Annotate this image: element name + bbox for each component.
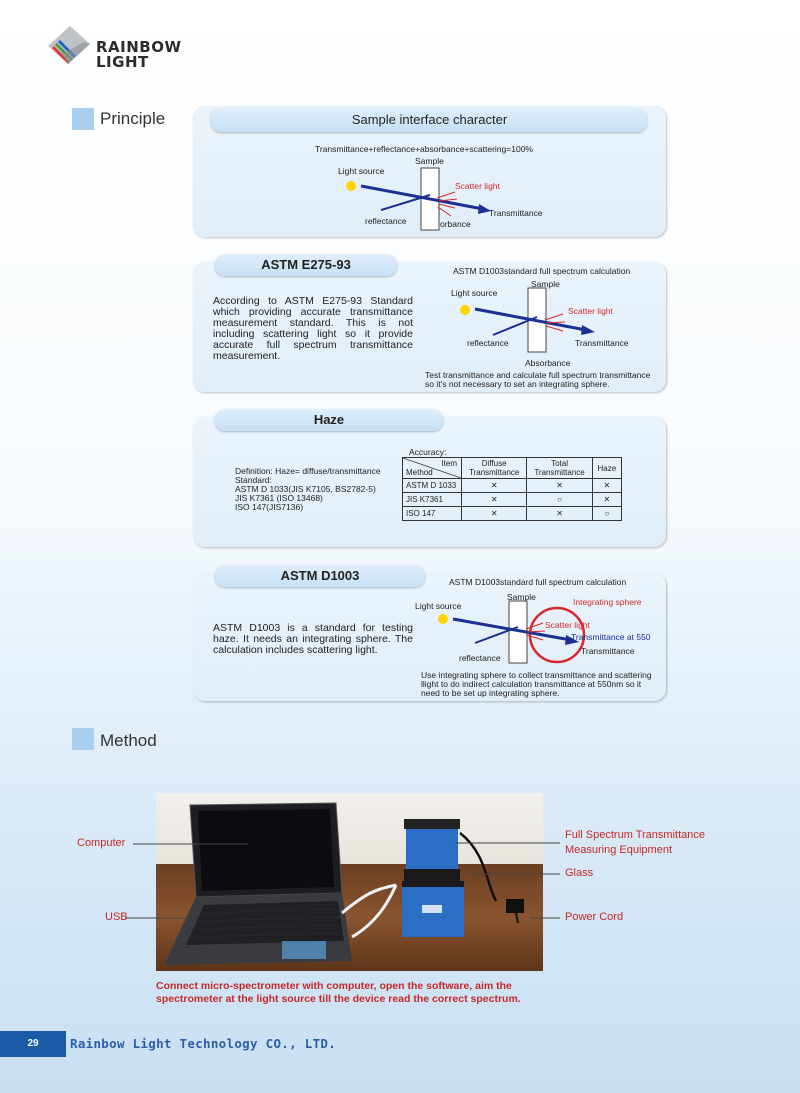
label-scatter-light: Scatter light [568,306,613,316]
col-total-line1: Total [551,459,568,468]
panel-title-bar [211,108,647,132]
panel-title: Sample interface character [351,112,508,127]
col-diffuse-line2: Transmittance [468,468,520,477]
label-transmittance: Transmittance [489,208,543,218]
light-source-icon [438,614,448,624]
section-title-method: Method [100,731,157,750]
light-source-icon [460,305,470,315]
brand-line2: LIGHT [96,53,149,71]
label-scatter-light: Scatter light [455,181,500,191]
table-row: ASTM D 1033 ✕ ✕ ✕ [402,478,623,493]
panel-astm-d1003: ASTM D1003 ASTM D1003standard full spect… [193,565,666,701]
integrating-sphere [528,606,586,664]
label-reflectance: reflectance [459,653,501,663]
setup-illustration [164,802,524,965]
label-transmittance: Transmittance [575,338,629,348]
light-source-icon [346,181,356,191]
photo-caption-line1: Connect micro-spectrometer with computer… [156,980,512,992]
callout-equipment-line2: Measuring Equipment [565,844,673,856]
panel-tab-astm-d1003: ASTM D1003 [215,565,425,587]
label-light-source: Light source [338,166,385,176]
label-sample: Sample [531,279,560,289]
label-reflectance: reflectance [365,216,407,226]
panel-header-d1003: ASTM D1003standard full spectrum calcula… [449,577,627,587]
section-marker [72,108,94,130]
haze-standard-2: JIS K7361 (ISO 13468) [235,493,323,503]
callout-computer: Computer [77,837,126,849]
cell: ○ [591,506,623,521]
haze-definition: Definition: Haze= diffuse/transmittance [235,466,381,476]
page-number: 29 [27,1038,39,1049]
cell: ✕ [460,506,528,521]
sample-diagram [346,167,491,231]
panel-sample-interface: Sample interface character Transmittance… [193,106,666,237]
callout-glass: Glass [565,867,594,879]
page-number-badge: 29 [0,1031,66,1057]
haze-standard-label: Standard: [235,475,272,485]
label-light-source: Light source [451,288,498,298]
callout-usb: USB [105,911,128,923]
panel-header-d1003: ASTM D1003standard full spectrum calcula… [453,266,631,276]
label-scatter-light: Scatter light [545,620,590,630]
company-name: Rainbow Light Technology CO., LTD. [70,1036,337,1051]
method-label: Method [406,468,433,477]
panel-description: According to ASTM E275-93 Standard which… [213,295,413,362]
table-row: JIS K7361 ✕ ○ ✕ [402,492,623,507]
label-reflectance: reflectance [467,338,509,348]
label-transmittance-550: Transmittance at 550 [571,632,651,642]
col-diffuse-line1: Diffuse [481,459,507,468]
d1003-diagram [438,600,586,664]
panel-note-line1: Use integrating sphere to collect transm… [421,670,652,680]
brand-line1: RAINBOW [96,38,182,56]
label-absorbance: Absorbance [525,358,571,368]
panel-astm-e275: ASTM E275-93 ASTM D1003standard full spe… [193,254,666,392]
label-absorbance: orbance [440,219,471,229]
label-transmittance: Transmittance [581,646,635,656]
item-label: Item [441,459,457,468]
panel-description: ASTM D1003 is a standard for testing haz… [213,622,413,656]
callout-power-cord: Power Cord [565,911,624,923]
panel-haze: Haze Definition: Haze= diffuse/transmitt… [193,409,666,547]
section-marker [72,728,94,750]
equation-text: Transmittance+reflectance+absorbance+sca… [315,144,533,154]
rainbow-logo-icon [48,26,90,64]
panel-note-line3: need to be set up integrating sphere. [421,688,560,698]
photo-caption-line2: spectrometer at the light source till th… [156,993,521,1005]
section-title-principle: Principle [100,109,166,128]
panel-note-line1: Test transmittance and calculate full sp… [425,370,651,380]
item-method-cell: Item Method [402,457,462,479]
label-integrating-sphere: Integrating sphere [573,597,642,607]
row-method: ISO 147 [402,506,462,521]
panel-note-line2: so it's not necessary to set an integrat… [425,379,610,389]
haze-standard-3: ISO 147(JIS7136) [235,502,304,512]
panel-tab-haze: Haze [215,409,443,431]
label-light-source: Light source [415,601,462,611]
label-sample: Sample [507,592,536,602]
setup-photo [156,793,543,971]
label-sample: Sample [415,156,444,166]
col-total-line2: Transmittance [534,468,585,477]
panel-note-line2: llight to do indirect calculation transm… [421,679,642,689]
callout-equipment-line1: Full Spectrum Transmittance [565,829,705,841]
panel-tab-astm-e275: ASTM E275-93 [215,254,397,276]
accuracy-label: Accuracy: [409,447,447,457]
brand-logo: RAINBOW LIGHT [44,24,204,74]
haze-standard-1: ASTM D 1033(JIS K7105, BS2782-5) [235,484,376,494]
e275-diagram [460,287,595,353]
table-row: ISO 147 ✕ ✕ ○ [402,506,623,521]
